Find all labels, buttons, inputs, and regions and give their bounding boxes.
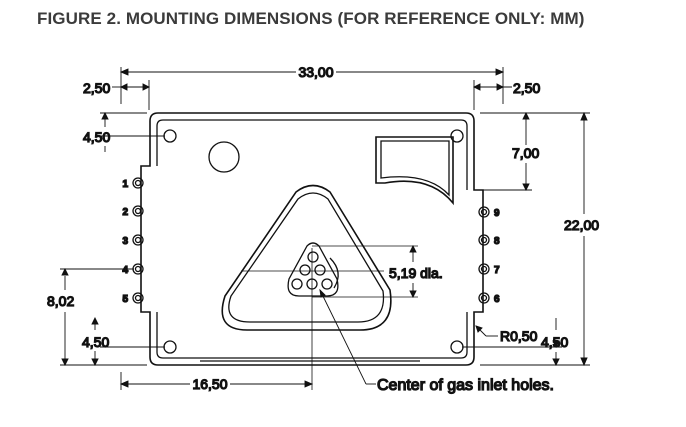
dim-gas-hole-dia: 5,19 dia. <box>389 265 443 281</box>
gas-hole <box>307 251 319 263</box>
dim-corner-radius: R0,50 <box>500 328 538 344</box>
gas-hole <box>314 264 326 276</box>
pin-label: 2 <box>122 207 128 218</box>
gas-hole <box>299 264 311 276</box>
pin-label: 7 <box>494 265 500 276</box>
dim-bottom-left-offset: 4,50 <box>82 334 109 350</box>
dim-top-right-slot: 7,00 <box>512 145 539 161</box>
pin-9 <box>478 206 490 218</box>
mounting-holes <box>163 129 464 354</box>
mounting-hole-bottom-left <box>163 340 177 354</box>
dim-center-offset: 16,50 <box>192 376 227 392</box>
dim-top-left-offset: 4,50 <box>83 129 110 145</box>
pin-5 <box>132 292 144 304</box>
pin-label: 3 <box>122 236 128 247</box>
mounting-hole-bottom-right <box>450 340 464 354</box>
pin-3 <box>132 234 144 246</box>
pin-label: 4 <box>122 265 128 276</box>
pin-label: 6 <box>494 294 500 305</box>
dim-bottom-right-offset: 4,50 <box>541 334 568 350</box>
dim-left-pin-height: 8,02 <box>47 293 74 309</box>
center-lines <box>241 245 418 390</box>
dim-right-margin: 2,50 <box>513 80 540 96</box>
gas-hole <box>291 278 303 290</box>
mounting-hole-top-right <box>450 129 464 143</box>
figure-title: FIGURE 2. MOUNTING DIMENSIONS (FOR REFER… <box>37 9 585 28</box>
gas-inlet-note: Center of gas inlet holes. <box>377 377 554 394</box>
dim-overall-width: 33,00 <box>298 64 333 80</box>
pin-6 <box>478 292 490 304</box>
pin-2 <box>132 205 144 217</box>
gas-hole <box>321 278 333 290</box>
pin-label: 9 <box>494 208 500 219</box>
triangle-housing <box>221 184 392 331</box>
pin-8 <box>478 234 490 246</box>
mounting-hole-top-left <box>163 129 177 143</box>
gas-inlet-cluster <box>287 242 339 297</box>
pin-label: 5 <box>122 294 128 305</box>
dim-left-margin: 2,50 <box>83 80 110 96</box>
pin-label: 8 <box>494 236 500 247</box>
right-pins <box>478 206 490 304</box>
round-feature <box>208 141 240 173</box>
pin-label: 1 <box>122 179 128 190</box>
top-right-window <box>375 136 454 206</box>
dim-overall-height: 22,00 <box>564 217 599 233</box>
pin-1 <box>132 177 144 189</box>
dimension-lines <box>60 67 590 390</box>
pin-7 <box>478 263 490 275</box>
